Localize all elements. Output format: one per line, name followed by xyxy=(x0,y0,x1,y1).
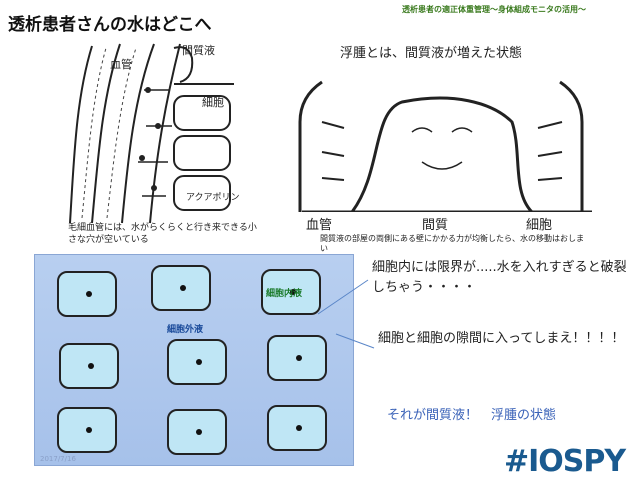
cell-7 xyxy=(57,407,117,453)
cell-2 xyxy=(151,265,211,311)
note-cell-limit: 細胞内には限界が.....水を入れすぎると破裂しちゃう・・・・ xyxy=(372,260,627,295)
edema-cell-label: 細胞 xyxy=(526,218,553,233)
slide-title: 透析患者さんの水はどこへ xyxy=(8,15,212,35)
cell-1 xyxy=(57,271,117,317)
edema-sketch: 浮腫とは、間質液が増えた状態 血管 間質 細胞 間質液の部屋の両側にある壁にかか… xyxy=(292,38,592,253)
edema-heading: 浮腫とは、間質液が増えた状態 xyxy=(340,46,523,61)
note-conclusion: それが間質液！ 浮腫の状態 xyxy=(387,408,557,423)
cell-label: 細胞 xyxy=(202,96,224,109)
edema-caption: 間質液の部屋の両側にある壁にかかる力が均衡したら、水の移動はおしまい xyxy=(320,234,584,253)
interstitial-label: 間質液 xyxy=(182,44,215,57)
aquaporin-label: アクアポリン xyxy=(186,193,240,203)
cell-diagram xyxy=(34,254,354,466)
cell-6 xyxy=(267,335,327,381)
cell-8 xyxy=(167,409,227,455)
cell-5 xyxy=(167,339,227,385)
edema-drawing xyxy=(298,80,592,212)
iospy-logo: #IOSPY xyxy=(504,444,626,479)
cell-4 xyxy=(59,343,119,389)
capillary-sketch: 血管 間質液 細胞 アクアポリン 毛細血管には、水がらくらくと行き来できる小さな… xyxy=(62,38,262,250)
extracellular-fluid-label: 細胞外液 xyxy=(167,325,204,335)
capillary-drawing xyxy=(69,43,234,224)
edema-interstitial-label: 間質 xyxy=(422,218,449,233)
edema-vessel-label: 血管 xyxy=(306,218,333,233)
slide-date: 2017/7/16 xyxy=(40,455,76,463)
capillary-caption: 毛細血管には、水がらくらくと行き来できる小さな穴が空いている xyxy=(68,223,257,245)
header-subtitle: 透析患者の適正体重管理～身体組成モニタの活用～ xyxy=(402,5,586,14)
note-cell-gap: 細胞と細胞の隙間に入ってしまえ！！！！ xyxy=(378,331,625,346)
cell-9 xyxy=(267,405,327,451)
vessel-label: 血管 xyxy=(110,58,132,71)
intracellular-fluid-label: 細胞内液 xyxy=(266,289,303,299)
